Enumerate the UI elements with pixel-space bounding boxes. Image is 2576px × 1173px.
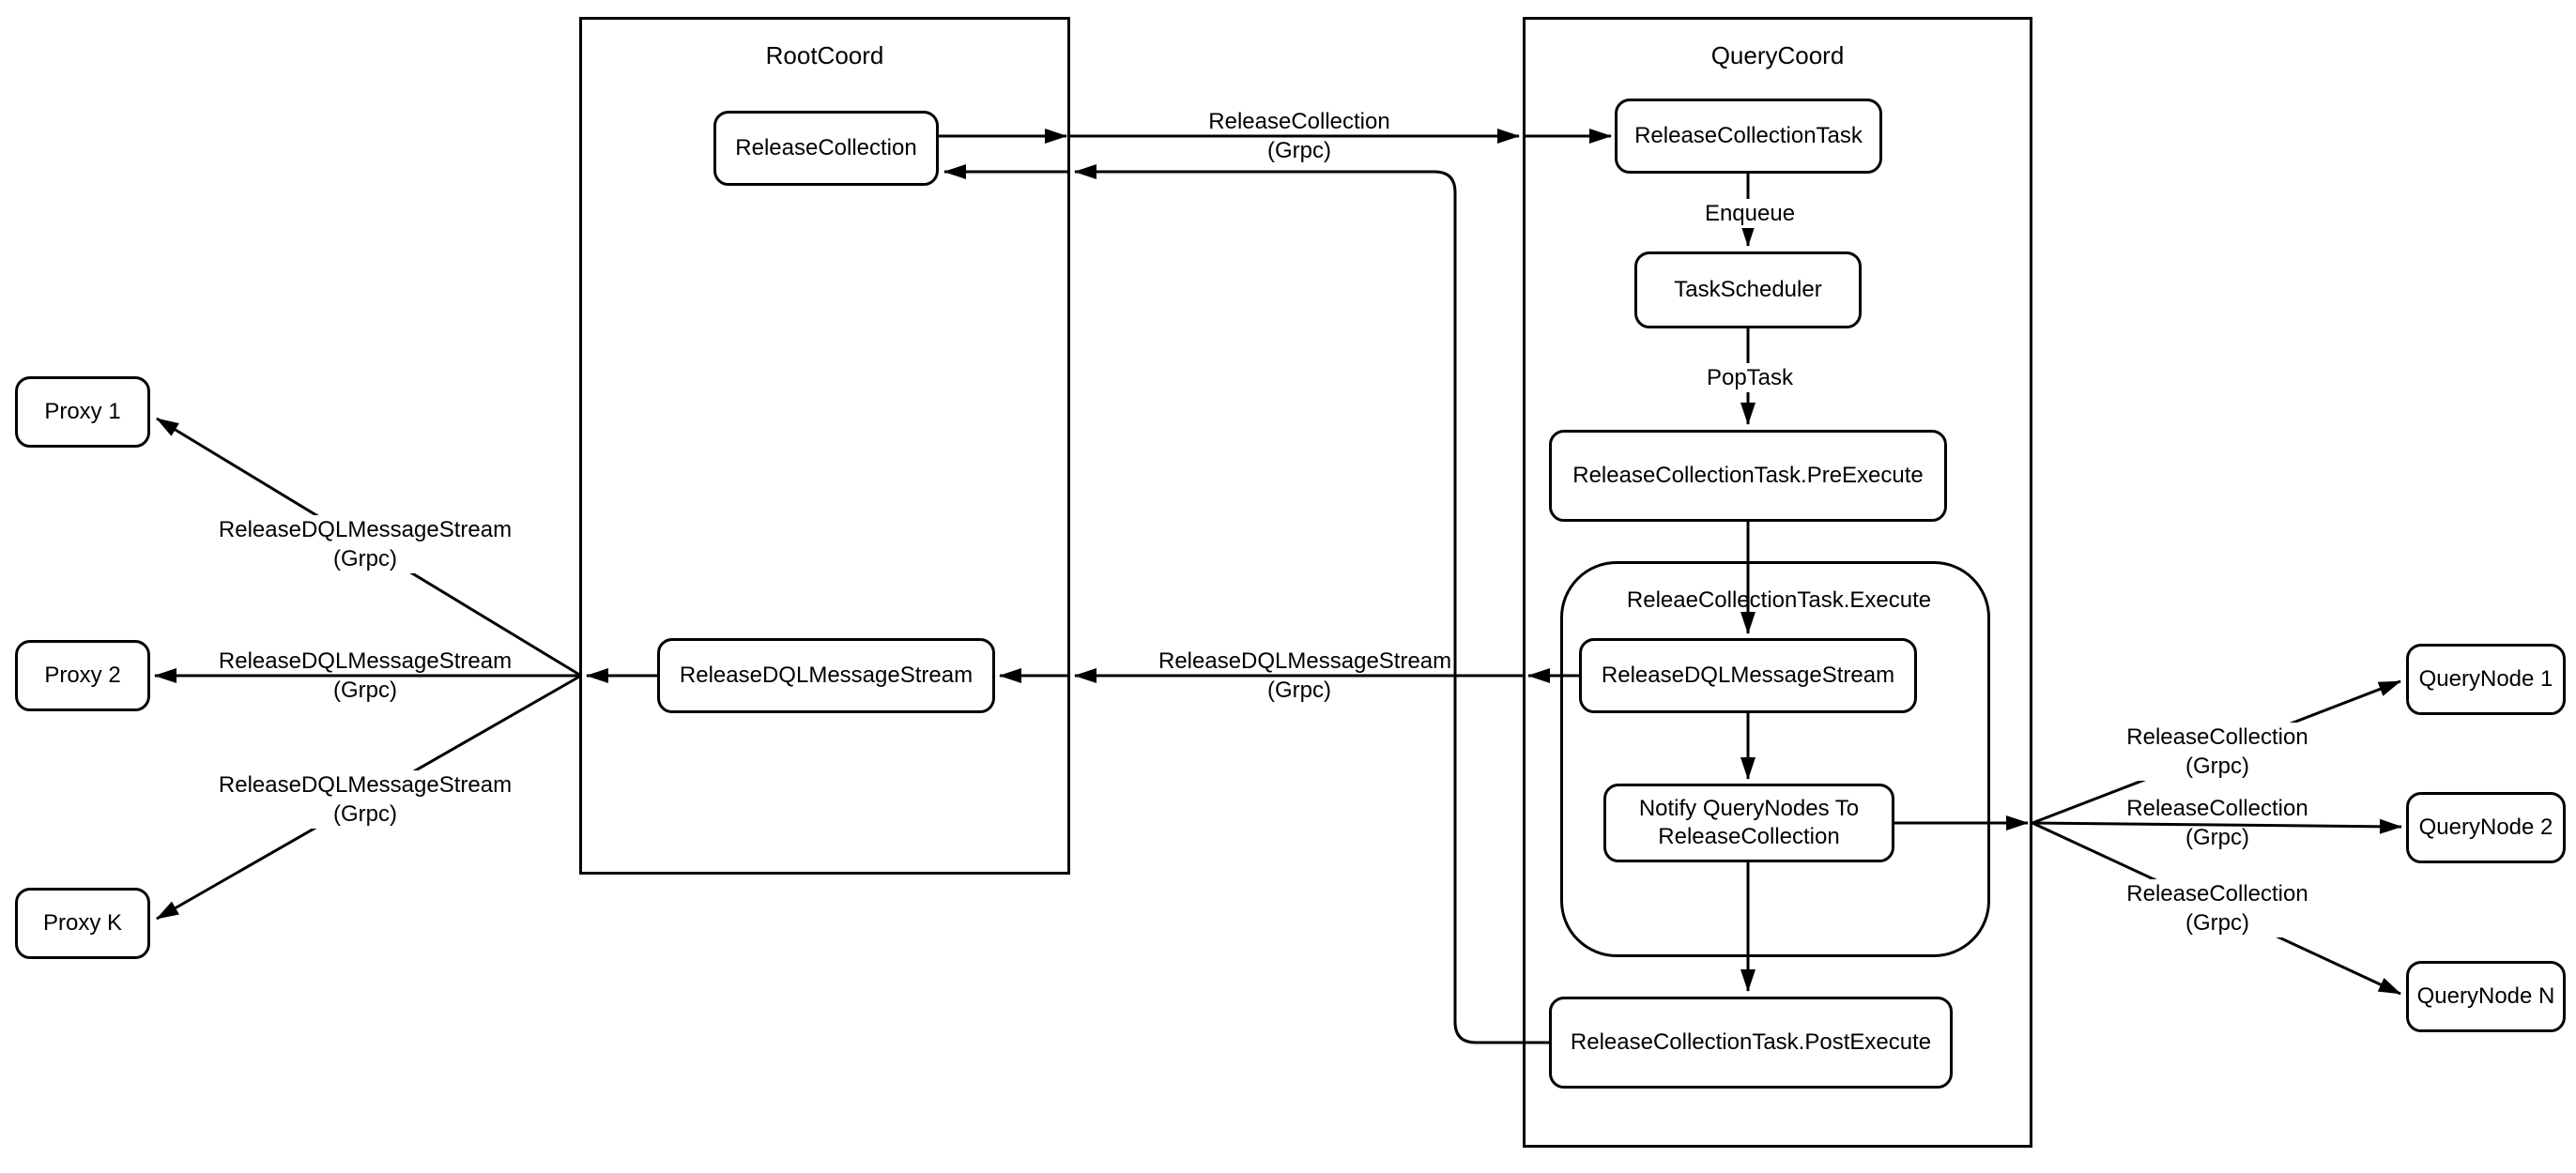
edge-label-poptask: PopTask	[1684, 363, 1816, 392]
querycoord-title: QueryCoord	[1710, 41, 1845, 69]
node-proxy1: Proxy 1	[15, 376, 150, 448]
edge-label-releasecollection-grpc-qnn: ReleaseCollection (Grpc)	[2095, 879, 2339, 937]
edge-label-rdqlms-grpc-proxyk: ReleaseDQLMessageStream (Grpc)	[215, 770, 515, 829]
edge-postexecute-return	[1074, 164, 1549, 1044]
node-querynode2: QueryNode 2	[2406, 792, 2566, 863]
node-postexecute: ReleaseCollectionTask.PostExecute	[1549, 997, 1953, 1089]
rootcoord-container	[579, 17, 1070, 875]
edge-label-enqueue: Enqueue	[1684, 199, 1816, 228]
node-querynoden: QueryNode N	[2406, 961, 2566, 1032]
node-root-releasedqlmessagestream: ReleaseDQLMessageStream	[657, 638, 995, 713]
node-releasecollectiontask: ReleaseCollectionTask	[1615, 99, 1882, 174]
edge-label-rdqlms-grpc-mid: ReleaseDQLMessageStream (Grpc)	[1158, 648, 1452, 703]
execute-group-title: ReleaeCollectionTask.Execute	[1626, 587, 1932, 613]
node-inner-releasedqlmessagestream: ReleaseDQLMessageStream	[1579, 638, 1917, 713]
querycoord-container	[1523, 17, 2032, 1148]
edge-label-releasecollection-grpc-top: ReleaseCollection (Grpc)	[1208, 109, 1390, 163]
edge-label-rdqlms-grpc-proxy1: ReleaseDQLMessageStream (Grpc)	[215, 515, 515, 573]
node-releasecollection: ReleaseCollection	[713, 111, 939, 186]
node-preexecute: ReleaseCollectionTask.PreExecute	[1549, 430, 1947, 522]
node-proxy2: Proxy 2	[15, 640, 150, 711]
node-querynode1: QueryNode 1	[2406, 644, 2566, 715]
execute-group-container	[1560, 561, 1990, 957]
edge-label-releasecollection-grpc-qn2: ReleaseCollection (Grpc)	[2126, 796, 2308, 850]
rootcoord-title: RootCoord	[765, 41, 884, 69]
edge-label-rdqlms-grpc-proxy2: ReleaseDQLMessageStream (Grpc)	[218, 648, 513, 703]
node-notify-querynodes: Notify QueryNodes To ReleaseCollection	[1603, 784, 1894, 862]
node-proxyk: Proxy K	[15, 888, 150, 959]
node-taskscheduler: TaskScheduler	[1634, 251, 1862, 328]
edge-to-querynode2	[2032, 818, 2402, 834]
edge-label-releasecollection-grpc-qn1: ReleaseCollection (Grpc)	[2095, 723, 2339, 781]
